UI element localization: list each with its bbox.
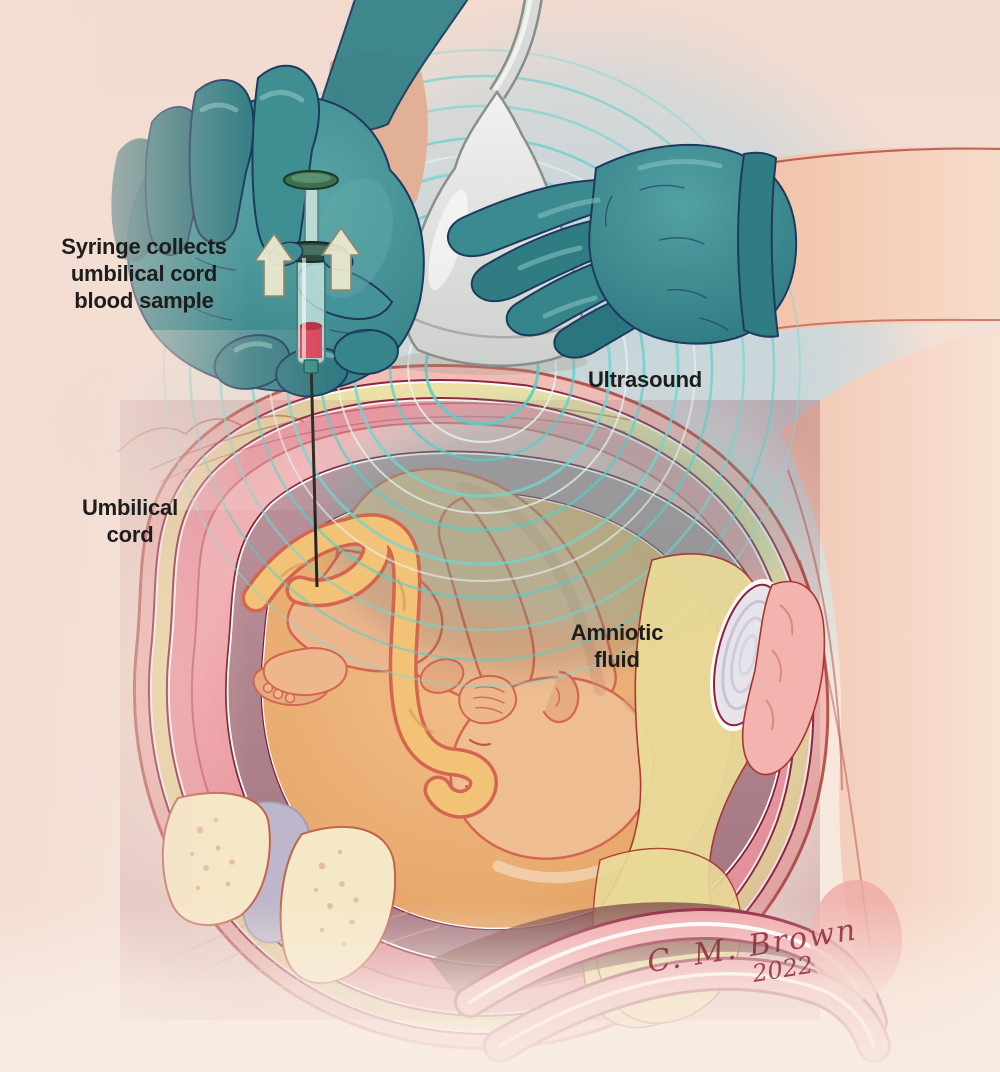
fetus-hand (458, 674, 517, 725)
label-syringe: Syringe collects umbilical cord blood sa… (61, 234, 227, 313)
fetus-ear (542, 670, 580, 724)
aspirate-arrow-up (320, 226, 362, 291)
cervix-folds (741, 580, 826, 776)
label-ultrasound: Ultrasound (587, 367, 703, 392)
syringe-plunger-rod (304, 183, 319, 251)
label-umbilical-cord: Umbilical cord (81, 495, 178, 547)
glove-highlights (517, 159, 723, 319)
glove-creases (604, 184, 729, 331)
label-amniotic-fluid: Amniotic fluid (570, 620, 664, 672)
aspirate-arrow-up (253, 232, 295, 297)
fetus-back-shading (456, 481, 606, 696)
glove-cuff (737, 151, 779, 338)
sonographer-forearm (759, 146, 1000, 334)
fetus-hand (419, 658, 465, 694)
fetus-foot (262, 647, 348, 696)
glove-finger (446, 179, 607, 258)
right-gloved-hand (446, 143, 798, 359)
fetus-eye (468, 738, 492, 746)
umbilical-cord (241, 513, 498, 819)
